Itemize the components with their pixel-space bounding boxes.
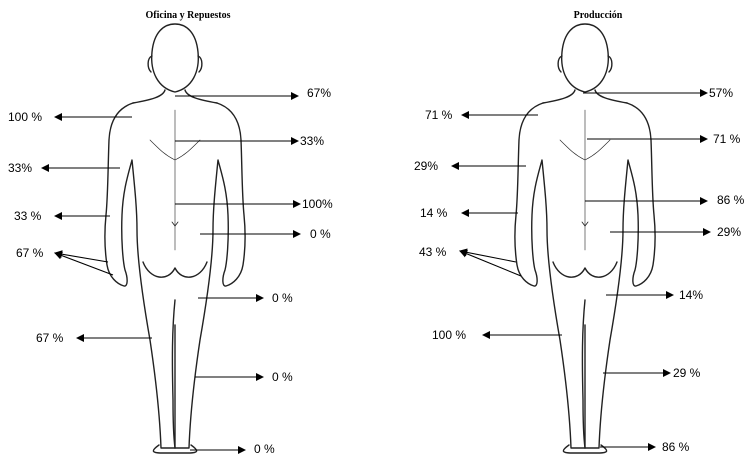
human-figure-back [105, 24, 245, 453]
pct-shoulder: 100 % [8, 110, 42, 124]
panel-produccion: Producción [410, 0, 752, 455]
pct-forearm: 33 % [14, 209, 41, 223]
human-figure-back [515, 24, 655, 453]
pct-calf: 0 % [272, 370, 293, 384]
pct-knee: 100 % [432, 328, 466, 342]
pct-hand: 67 % [16, 246, 43, 260]
pct-thigh: 14% [679, 288, 703, 302]
pct-ankle: 0 % [254, 442, 275, 456]
pct-shoulder: 71 % [425, 108, 452, 122]
pct-neck: 67% [307, 86, 331, 100]
panel-oficina-repuestos: Oficina y Repuestos [0, 0, 376, 455]
pct-elbow: 33% [8, 161, 32, 175]
pct-thigh: 0 % [272, 291, 293, 305]
pct-lower-back: 86 % [717, 193, 744, 207]
pct-upper-back: 71 % [713, 132, 740, 146]
pct-hip: 0 % [310, 227, 331, 241]
pct-upper-back: 33% [300, 134, 324, 148]
pct-knee: 67 % [36, 331, 63, 345]
body-diagram [410, 0, 752, 455]
arrow-hand-2 [55, 253, 113, 275]
pct-lower-back: 100% [302, 197, 333, 211]
pct-hip: 29% [717, 225, 741, 239]
pct-elbow: 29% [414, 159, 438, 173]
arrow-hand-2 [460, 251, 521, 276]
pct-calf: 29 % [673, 366, 700, 380]
pct-forearm: 14 % [420, 206, 447, 220]
arrows [452, 93, 710, 447]
pct-hand: 43 % [419, 245, 446, 259]
arrow-hand-1 [460, 251, 516, 262]
pct-ankle: 86 % [662, 440, 689, 454]
arrow-hand-1 [55, 253, 108, 262]
pct-neck: 57% [709, 86, 733, 100]
